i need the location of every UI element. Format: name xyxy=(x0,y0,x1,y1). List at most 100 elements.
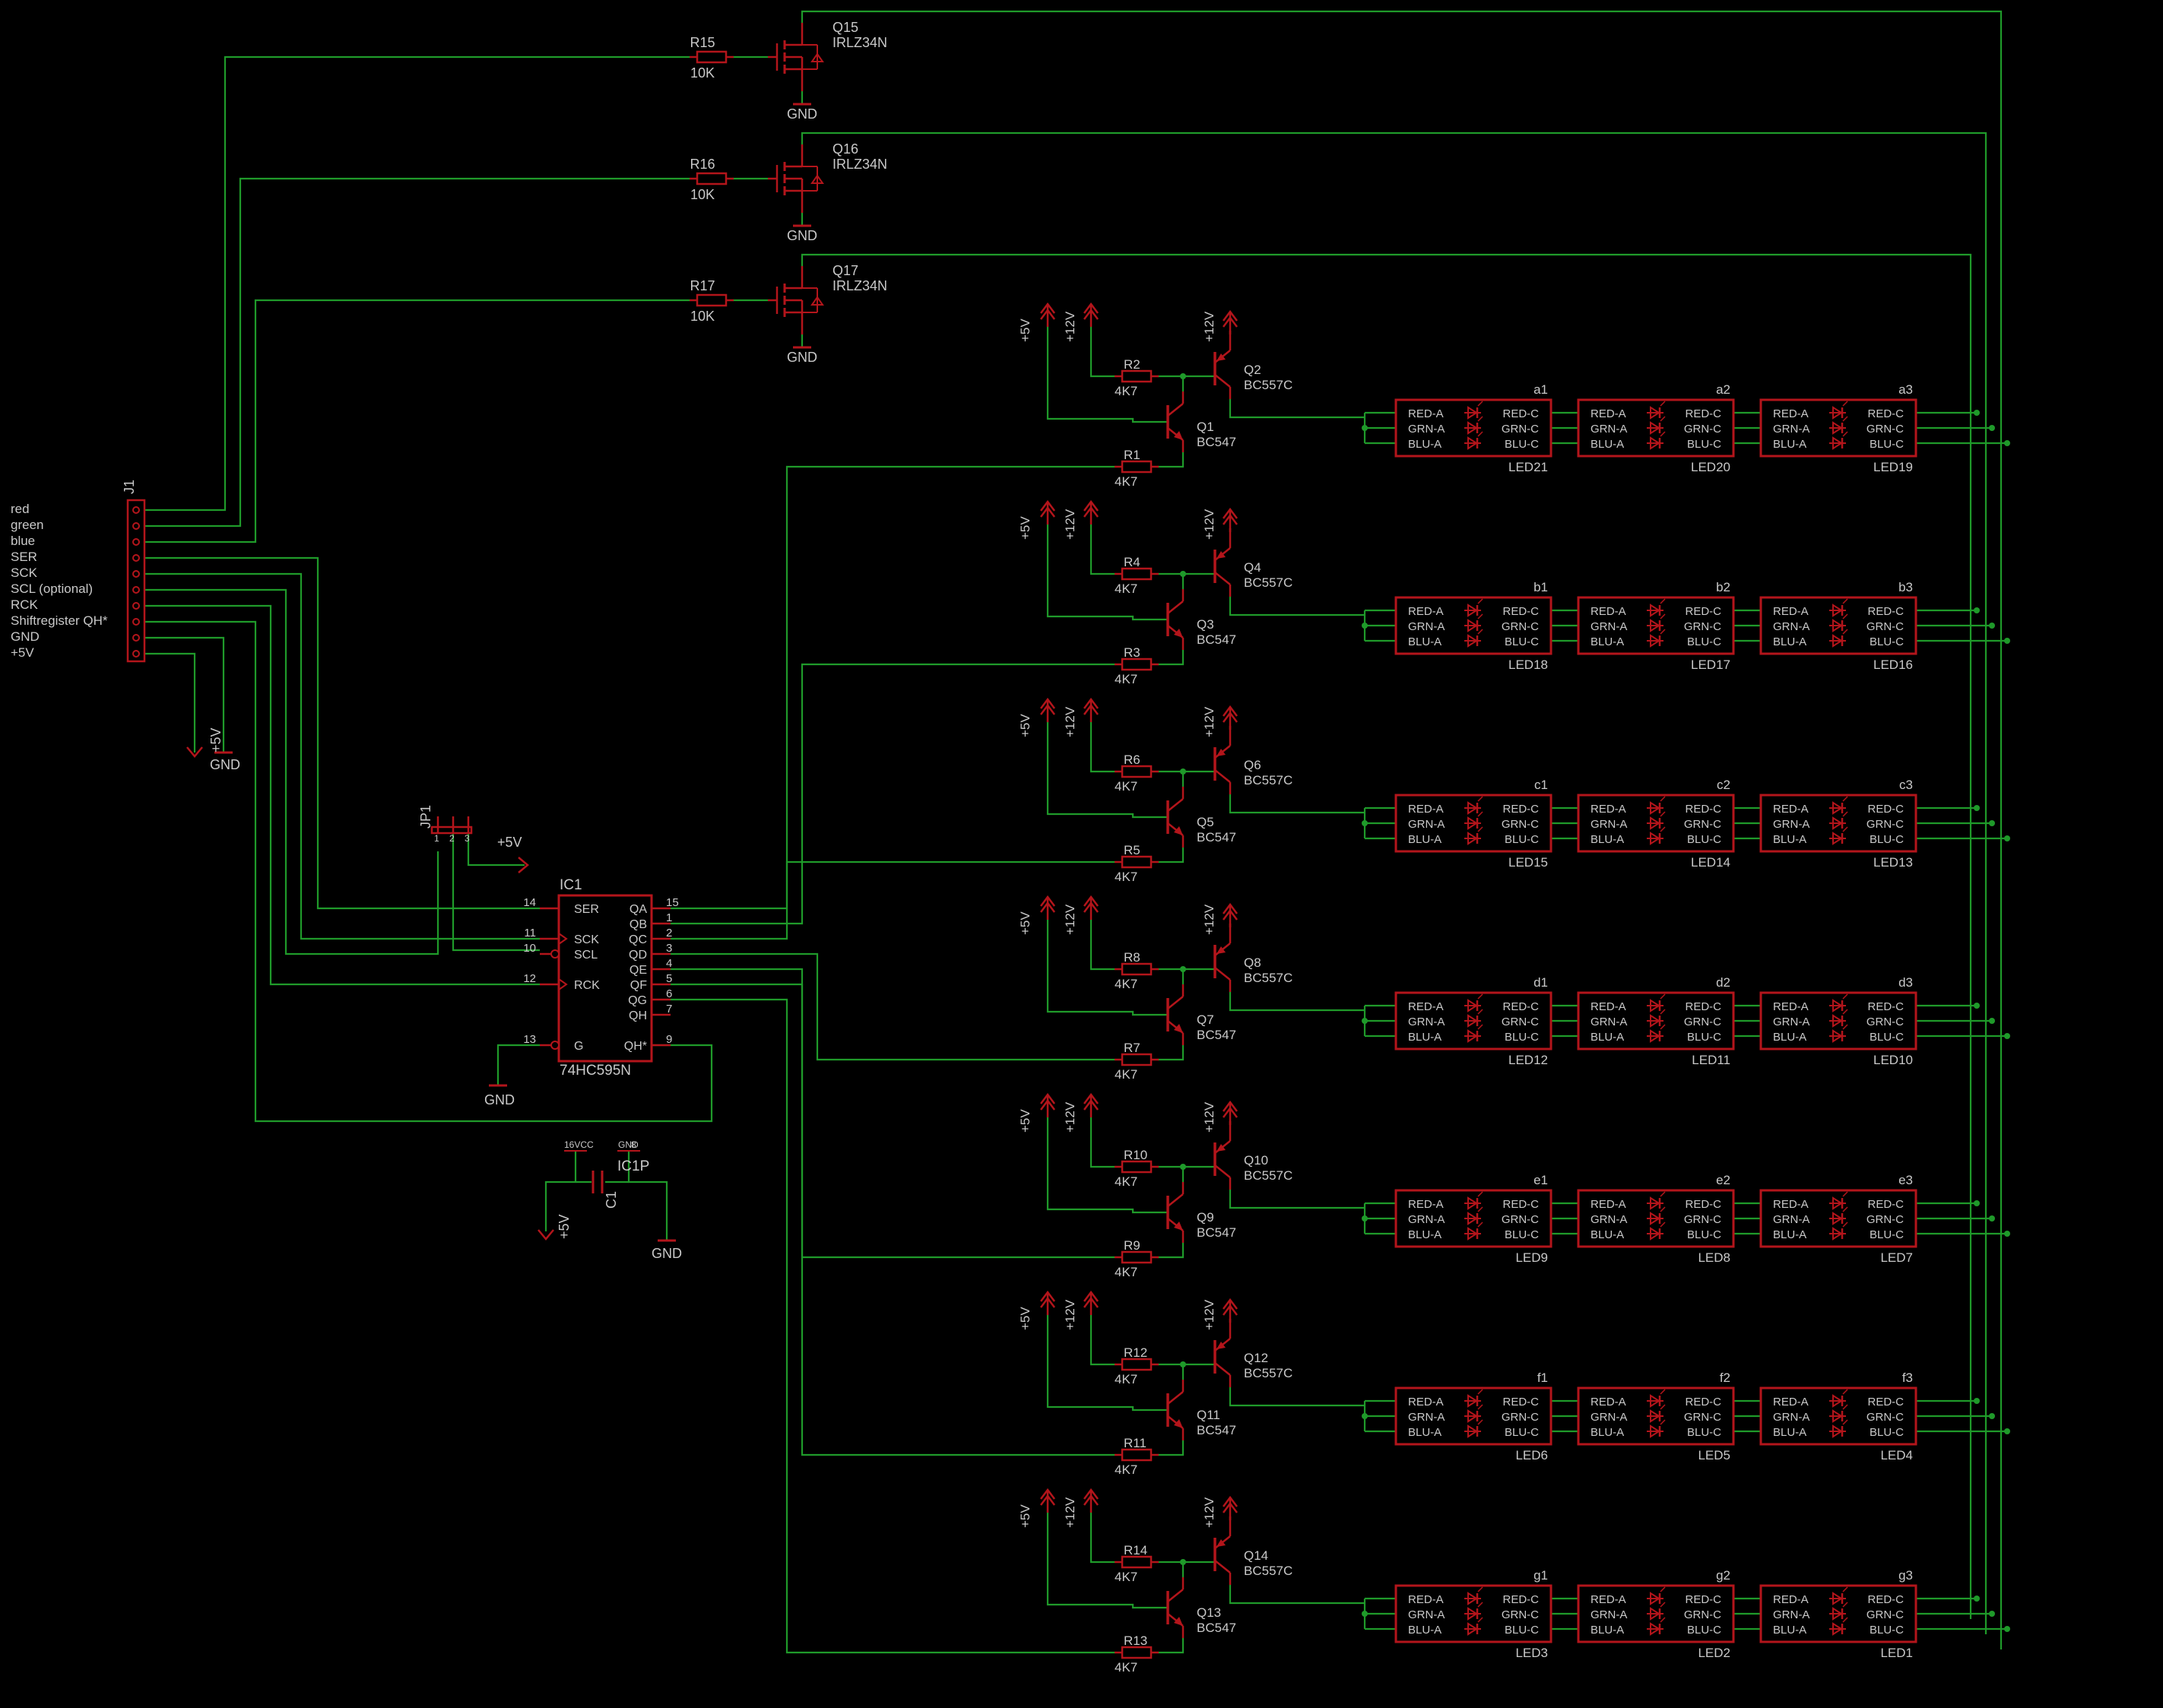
npn-arrow xyxy=(1174,1024,1183,1033)
led-ref: LED5 xyxy=(1698,1448,1730,1462)
led-ref: LED13 xyxy=(1873,855,1913,870)
diode-ray xyxy=(1842,416,1848,422)
npn-symbol xyxy=(1167,403,1184,417)
resistor-ref: R11 xyxy=(1124,1436,1147,1450)
supply-label: +5V xyxy=(1018,1307,1032,1330)
led-ref: LED10 xyxy=(1873,1053,1913,1067)
diode-ray xyxy=(1477,431,1483,437)
resistor-value: 4K7 xyxy=(1115,870,1137,884)
pnp-symbol xyxy=(1214,1362,1231,1376)
supply-label: +12V xyxy=(1063,1299,1077,1330)
led-pin-label: RED-A xyxy=(1591,803,1626,816)
labels: GNDQ15IRLZ34NR1510KGNDQ16IRLZ34NR1610KGN… xyxy=(11,20,1913,1675)
resistor-ref: R10 xyxy=(1124,1148,1147,1162)
wire xyxy=(1158,1638,1185,1654)
connector-pin-label: green xyxy=(11,518,43,532)
diode-ray xyxy=(1842,826,1848,832)
diode-ray xyxy=(1477,1191,1483,1197)
base-resistor xyxy=(1121,855,1153,869)
wire xyxy=(1046,1315,1168,1412)
supply-label: +5V xyxy=(208,727,224,753)
mosfet-value: IRLZ34N xyxy=(833,157,887,172)
led-pin-label: BLU-C xyxy=(1870,1624,1904,1637)
led-pin-label: RED-C xyxy=(1868,1198,1905,1211)
diode-ray xyxy=(1842,1191,1848,1197)
junction xyxy=(2004,440,2010,446)
pnp-symbol xyxy=(1214,1165,1231,1178)
pnp-symbol xyxy=(1214,374,1231,388)
connector-pin-label: SCL (optional) xyxy=(11,581,93,596)
connector-pin xyxy=(132,602,140,610)
led-pin-label: GRN-C xyxy=(1502,818,1539,831)
diode-symbol xyxy=(1650,421,1660,435)
ic-pin-number: 11 xyxy=(524,927,536,940)
diode-symbol xyxy=(1650,406,1660,420)
led-pin-label: GRN-C xyxy=(1684,1213,1721,1226)
led-pin-label: BLU-A xyxy=(1773,1228,1806,1241)
led-pin-label: RED-C xyxy=(1868,803,1905,816)
led-label: d2 xyxy=(1716,975,1730,990)
led-pin-label: GRN-C xyxy=(1866,818,1904,831)
connector-pin xyxy=(132,586,140,594)
diode-symbol xyxy=(1650,1227,1660,1241)
rgb-led-block xyxy=(1759,1386,1917,1446)
rgb-led-block xyxy=(1577,794,1735,853)
rgb-led-block xyxy=(1577,991,1735,1050)
led-ref: LED9 xyxy=(1515,1250,1548,1265)
led-pin-label: BLU-A xyxy=(1408,1228,1441,1241)
junction xyxy=(2004,835,2010,841)
diode-ray xyxy=(1477,826,1483,832)
pnp-symbol xyxy=(1214,967,1231,981)
supply-label: +12V xyxy=(1063,1497,1077,1528)
npn-value: BC547 xyxy=(1197,632,1236,647)
diode-symbol xyxy=(1832,1212,1843,1225)
pull-resistor xyxy=(1121,1160,1153,1174)
led-pin-label: GRN-C xyxy=(1684,1411,1721,1424)
pnp-symbol xyxy=(1214,769,1231,783)
ic-pin-number: 10 xyxy=(523,942,536,955)
diode-ray xyxy=(1477,1024,1483,1030)
invert-mark xyxy=(550,1041,560,1050)
resistor-ref: R7 xyxy=(1124,1041,1140,1055)
pnp-arrow xyxy=(1216,946,1226,954)
diode-ray xyxy=(1477,1602,1483,1608)
wire xyxy=(544,1151,577,1231)
diode-ray xyxy=(1477,1206,1483,1212)
connector-ref: J1 xyxy=(122,480,137,494)
wire xyxy=(801,253,1972,1619)
wire xyxy=(1158,1440,1185,1456)
ic-pin-name: G xyxy=(574,1040,583,1053)
wire xyxy=(1229,597,1365,616)
npn-value: BC547 xyxy=(1197,1225,1236,1240)
diode-symbol xyxy=(1650,999,1660,1012)
led-pin-label: RED-A xyxy=(1773,1198,1809,1211)
led-label: a1 xyxy=(1533,382,1548,397)
diode-ray xyxy=(1660,826,1666,832)
pnp-symbol xyxy=(1214,1560,1231,1573)
supply-label: +12V xyxy=(1063,311,1077,342)
led-label: b3 xyxy=(1898,580,1913,594)
ic-ref: IC1 xyxy=(560,877,582,893)
diode-symbol xyxy=(1832,1227,1843,1241)
diode-ray xyxy=(1477,1617,1483,1623)
base-resistor xyxy=(1121,1250,1153,1264)
led-label: b2 xyxy=(1716,580,1730,594)
pnp-ref: Q12 xyxy=(1244,1351,1268,1365)
wire xyxy=(1197,1554,1216,1564)
pull-resistor xyxy=(1121,1358,1153,1371)
ic-pin-number: 1 xyxy=(666,911,672,924)
led-pin-label: BLU-C xyxy=(1687,833,1721,846)
diode-symbol xyxy=(1650,1592,1660,1605)
led-label: g2 xyxy=(1716,1568,1730,1583)
led-ref: LED2 xyxy=(1698,1646,1730,1660)
diode-ray xyxy=(1660,416,1666,422)
ic-pin-name: QG xyxy=(628,994,647,1007)
led-label: d1 xyxy=(1533,975,1548,990)
led-pin-label: BLU-C xyxy=(1870,1228,1904,1241)
gnd-label: GND xyxy=(484,1092,515,1108)
diode-symbol xyxy=(1650,1196,1660,1210)
led-pin-label: GRN-A xyxy=(1591,818,1627,831)
pnp-arrow xyxy=(1216,1144,1226,1152)
wire xyxy=(801,132,1987,1634)
ic-pin-number: 15 xyxy=(666,896,679,909)
